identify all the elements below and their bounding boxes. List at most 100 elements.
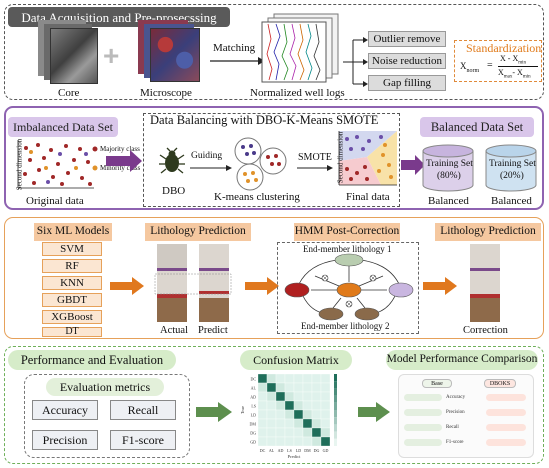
formula-lhs-sub: norm (466, 67, 480, 74)
cm-cell (311, 373, 322, 384)
model-svm: SVM (42, 242, 102, 256)
cm-ytick: DM (250, 422, 257, 427)
cm-ytick: GD (250, 440, 256, 445)
cm-cell (320, 373, 331, 384)
training-pct: (80%) (437, 171, 461, 181)
cm-cell (266, 436, 277, 447)
minority-marker (92, 165, 98, 171)
mpc-dboks-bar (486, 409, 526, 416)
original-data-label: Original data (26, 195, 84, 207)
steps-arrows (343, 37, 368, 87)
cm-xtick: AD (278, 448, 284, 453)
training-label: Training Set (426, 159, 473, 169)
balanced-label-2: Balanced (491, 195, 532, 207)
mpc-dboks-bar (486, 439, 526, 446)
hmm-box (277, 242, 419, 334)
cm-colorbar-segment (334, 381, 337, 389)
cm-cell (302, 409, 313, 420)
balanced-label-1: Balanced (428, 195, 469, 207)
cm-cell (275, 400, 286, 411)
hmm-title: HMM Post-Correction (294, 223, 400, 241)
cm-cell (266, 427, 277, 438)
core-photo (50, 28, 98, 84)
formula-den-sub2: min (522, 74, 531, 80)
mpc-title: Model Performance Comparison (386, 350, 538, 370)
cm-cell (275, 436, 286, 447)
model-rf: RF (42, 259, 102, 273)
preprocessing-panel (4, 4, 544, 100)
cm-cell (266, 373, 277, 384)
cm-cell (320, 391, 331, 402)
smote-arrow (297, 165, 333, 171)
cm-cell (266, 382, 277, 393)
test-cylinder (485, 144, 537, 192)
core-label: Core (58, 87, 80, 99)
arrow-to-balancing (106, 150, 142, 172)
end-member-1: End-member lithology 1 (303, 244, 392, 254)
arrow-to-mpc (358, 402, 390, 422)
mpc-base-bar (404, 409, 442, 416)
cm-ytick: AL (251, 386, 257, 391)
cm-ytick: LS (251, 404, 256, 409)
formula-lhs: Xnorm (460, 62, 479, 74)
cm-cell (275, 418, 286, 429)
cm-cell (302, 373, 313, 384)
plus-icon: + (103, 40, 120, 71)
cm-colorbar-segment (334, 438, 337, 446)
mpc-row-label: Accuracy (446, 395, 466, 400)
cm-cell (311, 382, 322, 393)
guiding-label: Guiding (191, 151, 223, 161)
cm-colorbar-segment (334, 410, 337, 418)
hmm-graph (284, 253, 414, 321)
formula-num-sub: min (518, 60, 526, 66)
cm-colorbar-segment (334, 431, 337, 439)
cm-cell (302, 418, 313, 429)
legend-dboks: DBOKS (484, 379, 516, 388)
lith-prediction-title: Lithology Prediction (145, 223, 251, 241)
cm-xlabel: Predict (288, 454, 301, 459)
cm-cell (257, 373, 268, 384)
dbo-label: DBO (162, 185, 186, 197)
preprocessing-title: Data Acquisition and Pre-prosecssing (8, 7, 230, 27)
guiding-arrow (190, 165, 232, 171)
kmeans-clusters (234, 137, 287, 191)
test-label: Training Set (489, 159, 536, 169)
lith-prediction-title-2: Lithology Prediction (435, 223, 541, 241)
cm-cell (284, 418, 295, 429)
cm-ytick: DC (250, 377, 256, 382)
cm-cell (320, 409, 331, 420)
cm-cell (293, 418, 304, 429)
majority-label: Majority class (100, 145, 140, 153)
cm-cell (257, 409, 268, 420)
well-logs-label: Normalized well logs (250, 87, 345, 99)
mpc-row-label: Precision (446, 410, 465, 415)
cm-cell (302, 436, 313, 447)
cm-cell (275, 373, 286, 384)
cm-cell (257, 427, 268, 438)
microscope-label: Microscope (140, 87, 192, 99)
well-logs-icon (261, 13, 339, 83)
cm-cell (266, 418, 277, 429)
cm-cell (302, 400, 313, 411)
cm-cell (293, 382, 304, 393)
step-gap: Gap filling (368, 75, 446, 91)
formula-den-sub1: max (503, 74, 513, 80)
metrics-title: Evaluation metrics (46, 378, 164, 396)
cm-cell (275, 409, 286, 420)
cm-cell (284, 409, 295, 420)
cm-cell (284, 391, 295, 402)
minority-label: Minority class (100, 164, 141, 172)
performance-title: Performance and Evaluation (8, 350, 176, 370)
final-data-label: Final data (346, 191, 390, 203)
cm-cell (311, 409, 322, 420)
cm-cell (293, 400, 304, 411)
smote-label: SMOTE (298, 152, 332, 163)
models-title: Six ML Models (34, 223, 112, 241)
majority-marker (92, 146, 98, 152)
cm-colorbar-segment (334, 388, 337, 396)
arrow-to-balanced (401, 155, 425, 175)
step-outlier: Outlier remove (368, 31, 446, 47)
cm-cell (284, 427, 295, 438)
cm-cell (275, 382, 286, 393)
mpc-dboks-bar (486, 424, 526, 431)
